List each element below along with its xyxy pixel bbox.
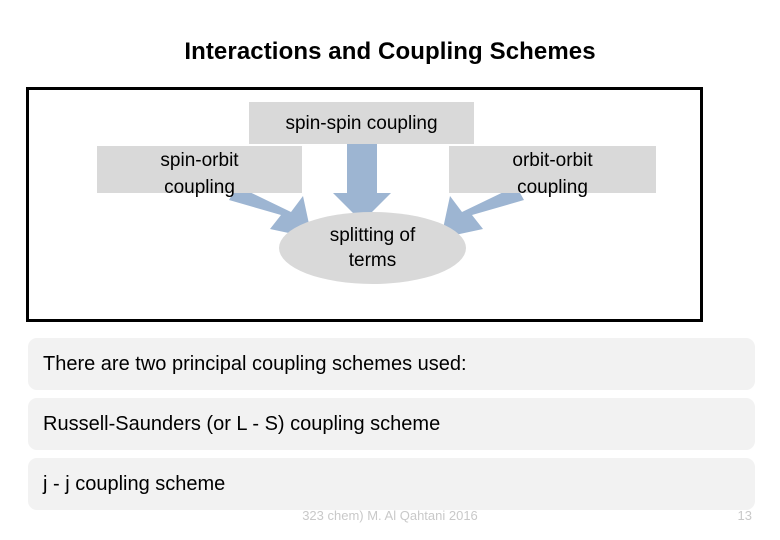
bullet-text-1: There are two principal coupling schemes… bbox=[43, 352, 467, 375]
arrow-down-center-icon bbox=[333, 142, 391, 222]
diagram-box-spin-spin-label: spin-spin coupling bbox=[285, 112, 438, 134]
bullet-text-2: Russell-Saunders (or L - S) coupling sch… bbox=[43, 412, 441, 435]
bullet-box-2: Russell-Saunders (or L - S) coupling sch… bbox=[28, 398, 755, 450]
footer-note: 323 chem) M. Al Qahtani 2016 bbox=[302, 508, 478, 523]
diagram-box-spin-spin: spin-spin coupling bbox=[249, 102, 474, 144]
footer-page-number: 13 bbox=[737, 508, 752, 523]
bullet-text-3: j - j coupling scheme bbox=[43, 472, 226, 495]
bullet-box-1: There are two principal coupling schemes… bbox=[28, 338, 755, 390]
page-title: Interactions and Coupling Schemes bbox=[184, 38, 596, 65]
bullet-box-3: j - j coupling scheme bbox=[28, 458, 755, 510]
